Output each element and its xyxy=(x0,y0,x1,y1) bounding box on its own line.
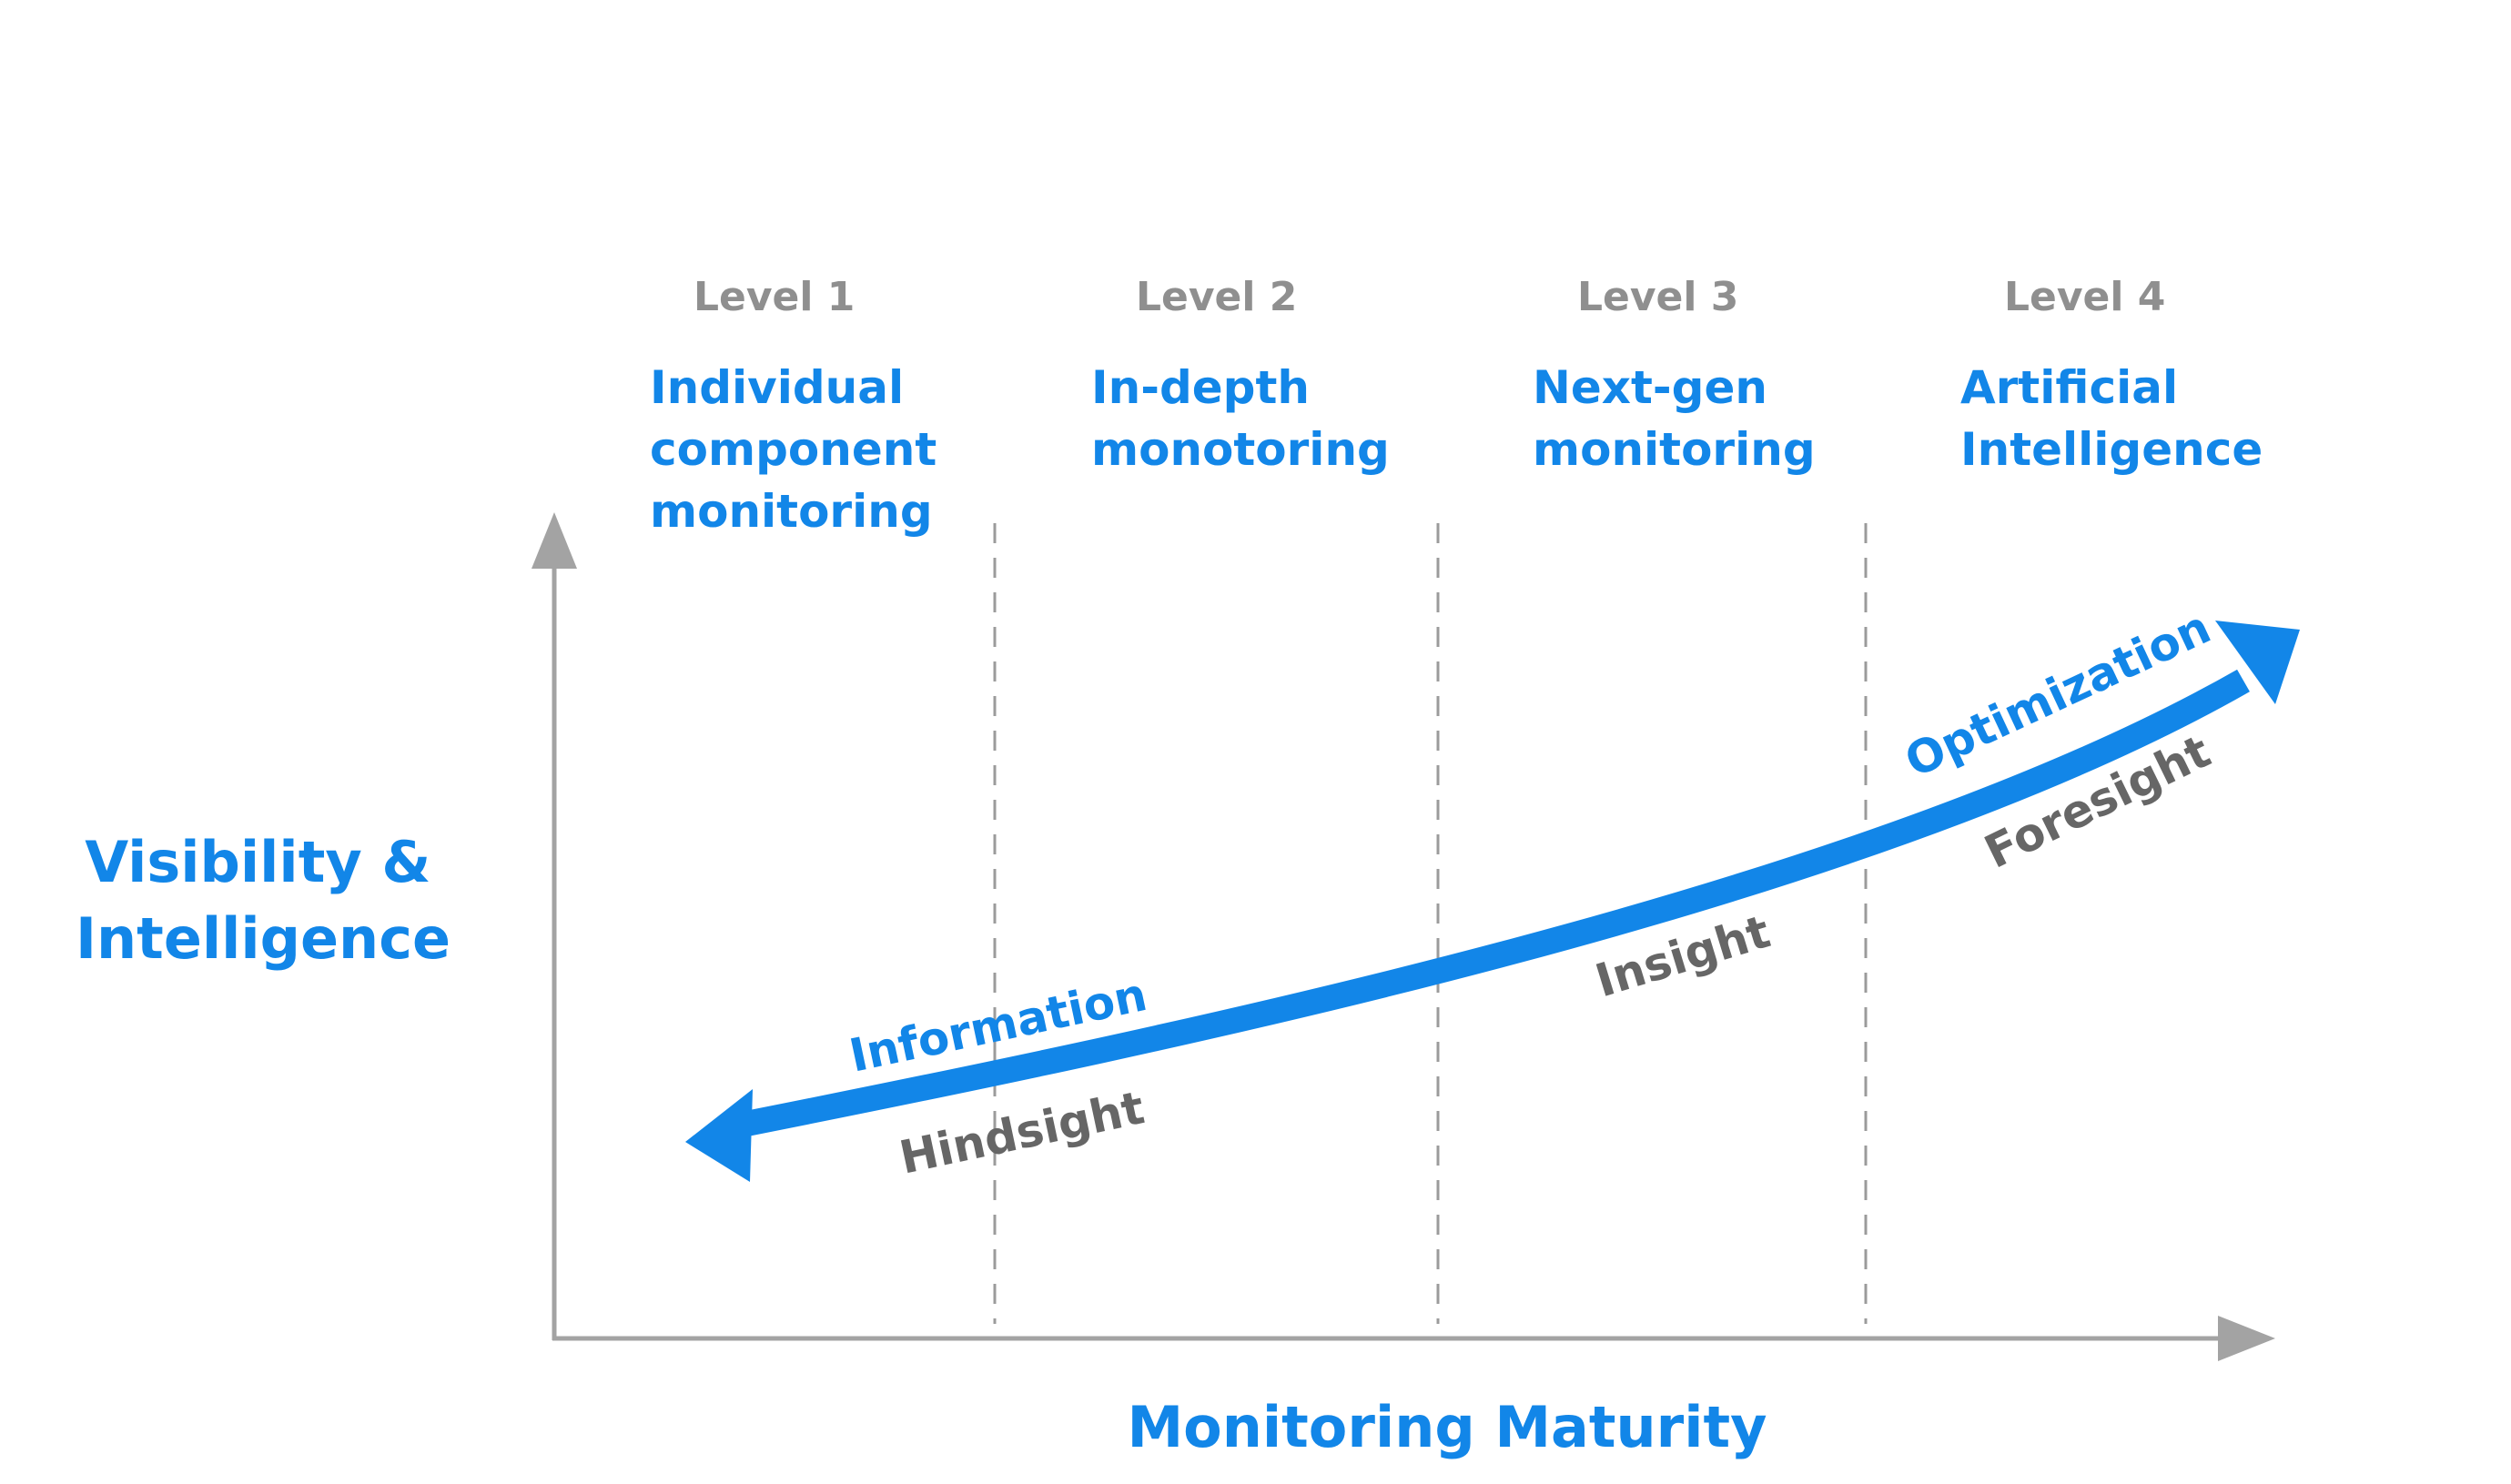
level-1-label: Level 1 xyxy=(694,274,855,320)
x-axis xyxy=(552,1316,2275,1361)
level-2-title-line-2: monotoring xyxy=(1091,423,1390,476)
level-4-title: Artificial Intelligence xyxy=(1960,361,2263,476)
maturity-curve xyxy=(721,669,2250,1141)
level-4-label: Level 4 xyxy=(2004,274,2165,320)
x-axis-title: Monitoring Maturity xyxy=(1127,1394,1767,1460)
level-1-title-line-2: component xyxy=(650,423,937,476)
level-2-title-line-1: In-depth xyxy=(1091,361,1310,414)
level-1-title-line-1: Individual xyxy=(650,361,904,414)
y-axis-title-line-2: Intelligence xyxy=(76,905,451,972)
level-4-title-line-2: Intelligence xyxy=(1960,423,2263,476)
level-4-title-line-1: Artificial xyxy=(1960,361,2178,414)
level-3-title-line-2: monitoring xyxy=(1533,423,1816,476)
level-1-title: Individual component monitoring xyxy=(650,361,953,538)
y-axis-title-line-1: Visibility & xyxy=(85,829,430,895)
level-2-label: Level 2 xyxy=(1136,274,1297,320)
level-1-title-line-3: monitoring xyxy=(650,485,933,538)
x-axis-arrowhead xyxy=(2218,1316,2275,1361)
level-2-title: In-depth monotoring xyxy=(1091,361,1390,476)
level-3-label: Level 3 xyxy=(1577,274,1738,320)
curve-arrowhead-right xyxy=(2215,621,2300,704)
y-axis-arrowhead xyxy=(532,512,577,569)
level-3-title: Next-gen monitoring xyxy=(1533,361,1816,476)
y-axis xyxy=(532,512,577,1340)
level-3-title-line-1: Next-gen xyxy=(1533,361,1767,414)
maturity-curve-arrow xyxy=(685,621,2300,1182)
curve-arrowhead-left xyxy=(685,1089,753,1182)
y-axis-title: Visibility & Intelligence xyxy=(76,829,451,972)
